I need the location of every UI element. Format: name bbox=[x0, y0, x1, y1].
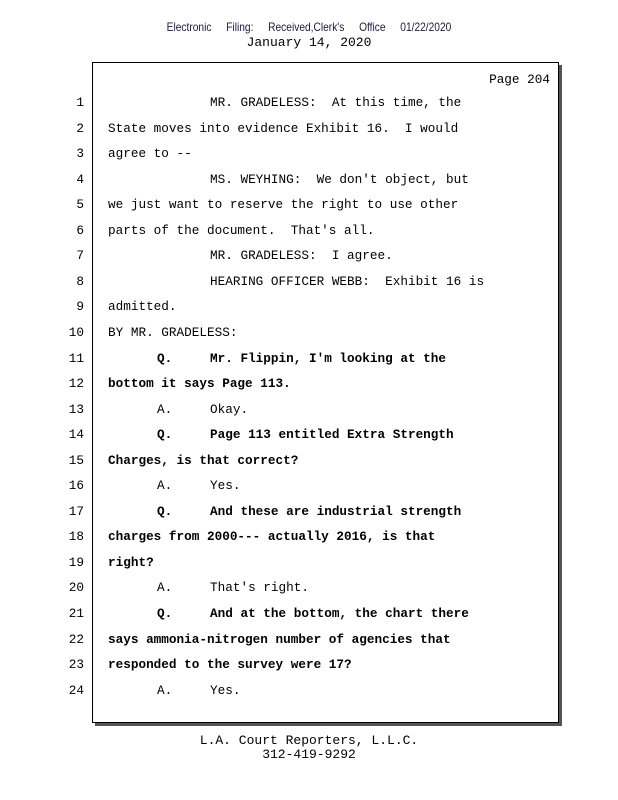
qa-label: A. bbox=[157, 580, 173, 596]
transcript-line: 1 MR. GRADELESS: At this time, the bbox=[0, 95, 618, 115]
qa-label: A. bbox=[157, 401, 173, 417]
transcript-line: 11 Q. Mr. Flippin, I'm looking at the bbox=[0, 351, 618, 371]
line-text: says ammonia-nitrogen number of agencies… bbox=[108, 631, 451, 647]
line-number: 18 bbox=[68, 529, 84, 545]
line-text: Yes. bbox=[210, 478, 241, 494]
transcript-line: 6 parts of the document. That's all. bbox=[0, 223, 618, 243]
line-number: 5 bbox=[76, 197, 84, 213]
line-number: 2 bbox=[76, 120, 84, 136]
line-number: 24 bbox=[68, 682, 84, 698]
transcript-line: 16 A. Yes. bbox=[0, 478, 618, 498]
transcript-page-frame: Page 204 bbox=[92, 62, 559, 723]
line-text: agree to -- bbox=[108, 146, 192, 162]
transcript-line: 12 bottom it says Page 113. bbox=[0, 376, 618, 396]
line-number: 11 bbox=[68, 350, 84, 366]
transcript-line: 10 BY MR. GRADELESS: bbox=[0, 325, 618, 345]
line-text: parts of the document. That's all. bbox=[108, 222, 375, 238]
line-number: 23 bbox=[68, 657, 84, 673]
line-number: 4 bbox=[76, 171, 84, 187]
line-text: charges from 2000--- actually 2016, is t… bbox=[108, 529, 436, 545]
line-text: And at the bottom, the chart there bbox=[210, 606, 469, 621]
line-text: That's right. bbox=[210, 580, 309, 596]
page-number: Page 204 bbox=[489, 72, 550, 87]
line-number: 6 bbox=[76, 222, 84, 238]
transcript-line: 13 A. Okay. bbox=[0, 402, 618, 422]
qa-label: Q. bbox=[157, 350, 173, 366]
line-number: 16 bbox=[68, 478, 84, 494]
line-number: 22 bbox=[68, 631, 84, 647]
transcript-line: 20 A. That's right. bbox=[0, 580, 618, 600]
transcript-line: 19 right? bbox=[0, 555, 618, 575]
line-number: 3 bbox=[76, 146, 84, 162]
qa-label: Q. bbox=[157, 427, 173, 443]
qa-label: A. bbox=[157, 682, 173, 698]
transcript-line: 7 MR. GRADELESS: I agree. bbox=[0, 248, 618, 268]
transcript-line: 3 agree to -- bbox=[0, 146, 618, 166]
line-number: 19 bbox=[68, 554, 84, 570]
transcript-line: 23 responded to the survey were 17? bbox=[0, 657, 618, 677]
transcript-line: 2 State moves into evidence Exhibit 16. I… bbox=[0, 121, 618, 141]
transcript-line: 14 Q. Page 113 entitled Extra Strength bbox=[0, 427, 618, 447]
line-text: State moves into evidence Exhibit 16. I … bbox=[108, 120, 459, 136]
qa-label: Q. bbox=[157, 606, 173, 621]
line-number: 21 bbox=[68, 606, 84, 621]
line-number: 1 bbox=[76, 95, 84, 110]
line-text: Mr. Flippin, I'm looking at the bbox=[210, 350, 447, 366]
line-number: 9 bbox=[76, 299, 84, 315]
line-text: Page 113 entitled Extra Strength bbox=[210, 427, 454, 443]
transcript-line: 21 Q. And at the bottom, the chart there bbox=[0, 606, 618, 626]
line-text: Charges, is that correct? bbox=[108, 452, 299, 468]
transcript-line: 9 admitted. bbox=[0, 299, 618, 319]
transcript-line: 17 Q. And these are industrial strength bbox=[0, 504, 618, 524]
line-number: 20 bbox=[68, 580, 84, 596]
line-text: Okay. bbox=[210, 401, 249, 417]
line-text: BY MR. GRADELESS: bbox=[108, 324, 238, 340]
transcript-line: 18 charges from 2000--- actually 2016, is… bbox=[0, 529, 618, 549]
line-number: 10 bbox=[68, 324, 84, 340]
line-number: 17 bbox=[68, 503, 84, 519]
line-number: 14 bbox=[68, 427, 84, 443]
transcript-line: 4 MS. WEYHING: We don't object, but bbox=[0, 172, 618, 192]
line-text: bottom it says Page 113. bbox=[108, 376, 291, 392]
line-text: MS. WEYHING: We don't object, but bbox=[210, 171, 469, 187]
qa-label: A. bbox=[157, 478, 173, 494]
transcript-line: 8 HEARING OFFICER WEBB: Exhibit 16 is bbox=[0, 274, 618, 294]
line-text: Yes. bbox=[210, 682, 241, 698]
transcript-line: 22 says ammonia-nitrogen number of agenci… bbox=[0, 632, 618, 652]
transcript-line: 5 we just want to reserve the right to us… bbox=[0, 197, 618, 217]
filing-stamp: Electronic Filing: Received,Clerk's Offi… bbox=[166, 20, 452, 34]
transcript-date: January 14, 2020 bbox=[246, 35, 372, 50]
line-text: HEARING OFFICER WEBB: Exhibit 16 is bbox=[210, 273, 485, 289]
line-number: 15 bbox=[68, 452, 84, 468]
line-text: MR. GRADELESS: At this time, the bbox=[210, 95, 462, 110]
line-number: 13 bbox=[68, 401, 84, 417]
line-text: And these are industrial strength bbox=[210, 503, 462, 519]
line-text: MR. GRADELESS: I agree. bbox=[210, 248, 393, 264]
line-number: 7 bbox=[76, 248, 84, 264]
line-text: responded to the survey were 17? bbox=[108, 657, 352, 673]
line-number: 8 bbox=[76, 273, 84, 289]
transcript-line: 24 A. Yes. bbox=[0, 683, 618, 703]
transcript-line: 15 Charges, is that correct? bbox=[0, 453, 618, 473]
qa-label: Q. bbox=[157, 503, 173, 519]
line-text: we just want to reserve the right to use… bbox=[108, 197, 459, 213]
line-number: 12 bbox=[68, 376, 84, 392]
line-text: right? bbox=[108, 554, 154, 570]
footer-company: L.A. Court Reporters, L.L.C. bbox=[199, 733, 419, 748]
line-text: admitted. bbox=[108, 299, 177, 315]
footer-phone: 312-419-9292 bbox=[262, 747, 356, 762]
